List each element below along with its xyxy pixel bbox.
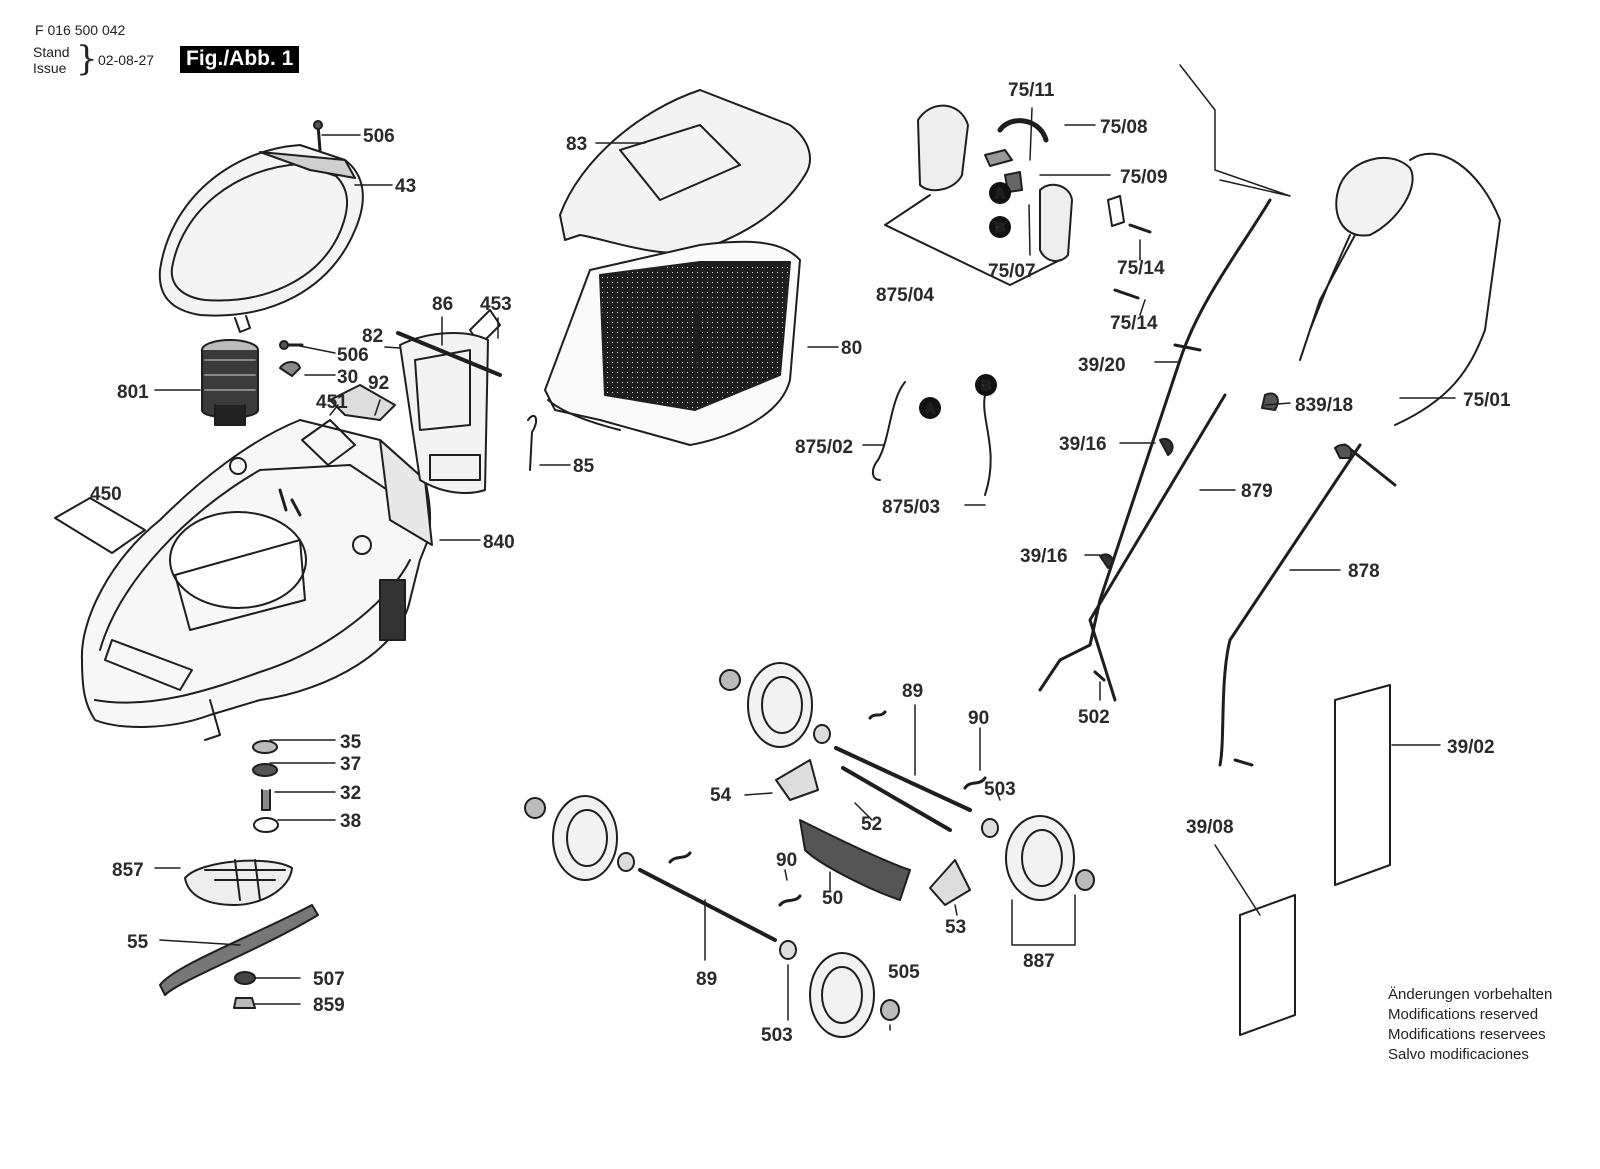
label-839-18: 839/18 (1295, 395, 1353, 416)
label-801: 801 (117, 382, 149, 403)
label-39-08: 39/08 (1186, 817, 1234, 838)
label-75-08: 75/08 (1100, 117, 1148, 138)
label-75-14-bottom: 75/14 (1110, 313, 1158, 334)
label-55: 55 (127, 932, 149, 953)
label-875-04: 875/04 (876, 285, 935, 306)
figure-title: Fig./Abb. 1 (180, 46, 300, 73)
label-75-01: 75/01 (1463, 390, 1511, 411)
stand-issue-label: Stand Issue (33, 44, 70, 76)
label-82: 82 (362, 326, 383, 347)
label-89-bottom: 89 (696, 969, 717, 990)
stand-label: Stand (33, 44, 70, 60)
mower-housing (80, 419, 433, 741)
label-50: 50 (822, 888, 843, 909)
label-506-top: 506 (363, 126, 395, 147)
label-878: 878 (1348, 561, 1380, 582)
issue-label: Issue (33, 60, 67, 76)
grass-box (544, 89, 811, 446)
leader-lines (154, 107, 1456, 1031)
document-number: F 016 500 042 (35, 22, 126, 38)
modification-notes: Änderungen vorbehalten Modifications res… (1388, 985, 1552, 1065)
wheels-axles (524, 662, 1095, 1038)
label-39-02: 39/02 (1447, 737, 1495, 758)
label-857: 857 (112, 860, 144, 881)
label-503-right: 503 (984, 779, 1016, 800)
marker-b-top: B (989, 216, 1011, 238)
handle-assembly (1038, 64, 1501, 767)
label-75-09: 75/09 (1120, 167, 1168, 188)
note-de: Änderungen vorbehalten (1388, 986, 1553, 1003)
marker-a-top-text: A (995, 185, 1005, 201)
label-502: 502 (1078, 707, 1110, 728)
label-875-03: 875/03 (882, 497, 940, 518)
label-90-top: 90 (968, 708, 989, 729)
note-fr: Modifications reservees (1388, 1026, 1546, 1043)
label-89-top: 89 (902, 681, 923, 702)
label-875-02: 875/02 (795, 437, 853, 458)
label-92: 92 (368, 373, 389, 394)
screw-and-clip (279, 340, 304, 377)
label-85: 85 (573, 456, 595, 477)
label-840: 840 (483, 532, 515, 553)
label-86: 86 (432, 294, 453, 315)
label-32: 32 (340, 783, 361, 804)
label-75-07: 75/07 (988, 261, 1036, 282)
label-450: 450 (90, 484, 122, 505)
label-887: 887 (1023, 951, 1055, 972)
marker-b-cable: B (975, 374, 997, 396)
marker-b-top-text: B (995, 219, 1005, 235)
label-90-bottom: 90 (776, 850, 797, 871)
label-39-20: 39/20 (1078, 355, 1126, 376)
blade-stack (159, 740, 319, 1009)
label-54: 54 (710, 785, 732, 806)
note-es: Salvo modificaciones (1388, 1046, 1529, 1063)
label-52: 52 (861, 814, 882, 835)
motor-cover (158, 120, 364, 333)
label-37: 37 (340, 754, 361, 775)
part-92 (329, 384, 396, 421)
marker-a-cable-text: A (925, 400, 935, 416)
cable-parts (872, 381, 992, 496)
label-453: 453 (480, 294, 512, 315)
note-en: Modifications reserved (1388, 1006, 1539, 1023)
label-859: 859 (313, 995, 345, 1016)
part-labels: 506 43 83 80 86 453 82 506 30 92 801 451… (90, 80, 1511, 1046)
label-506-mid: 506 (337, 345, 369, 366)
brace-glyph: } (76, 39, 98, 79)
label-505: 505 (888, 962, 920, 983)
label-83: 83 (566, 134, 587, 155)
marker-a-top: A (989, 182, 1011, 204)
motor (201, 339, 259, 426)
manuals (1239, 684, 1391, 1036)
switch-box (884, 104, 1152, 300)
label-451: 451 (316, 392, 348, 413)
discharge-flap (396, 331, 502, 494)
label-39-16-top: 39/16 (1059, 434, 1107, 455)
label-503-bottom: 503 (761, 1025, 793, 1046)
marker-a-cable: A (919, 397, 941, 419)
issue-date: 02-08-27 (98, 52, 155, 68)
label-35: 35 (340, 732, 362, 753)
spring-85 (527, 414, 538, 471)
label-507: 507 (313, 969, 345, 990)
label-30: 30 (337, 367, 358, 388)
label-39-16-bottom: 39/16 (1020, 546, 1068, 567)
label-53: 53 (945, 917, 966, 938)
label-75-11: 75/11 (1008, 80, 1055, 101)
label-75-14-top: 75/14 (1117, 258, 1165, 279)
label-80: 80 (841, 338, 862, 359)
marker-b-cable-text: B (981, 377, 991, 393)
label-43: 43 (395, 176, 416, 197)
label-879: 879 (1241, 481, 1273, 502)
label-38: 38 (340, 811, 361, 832)
